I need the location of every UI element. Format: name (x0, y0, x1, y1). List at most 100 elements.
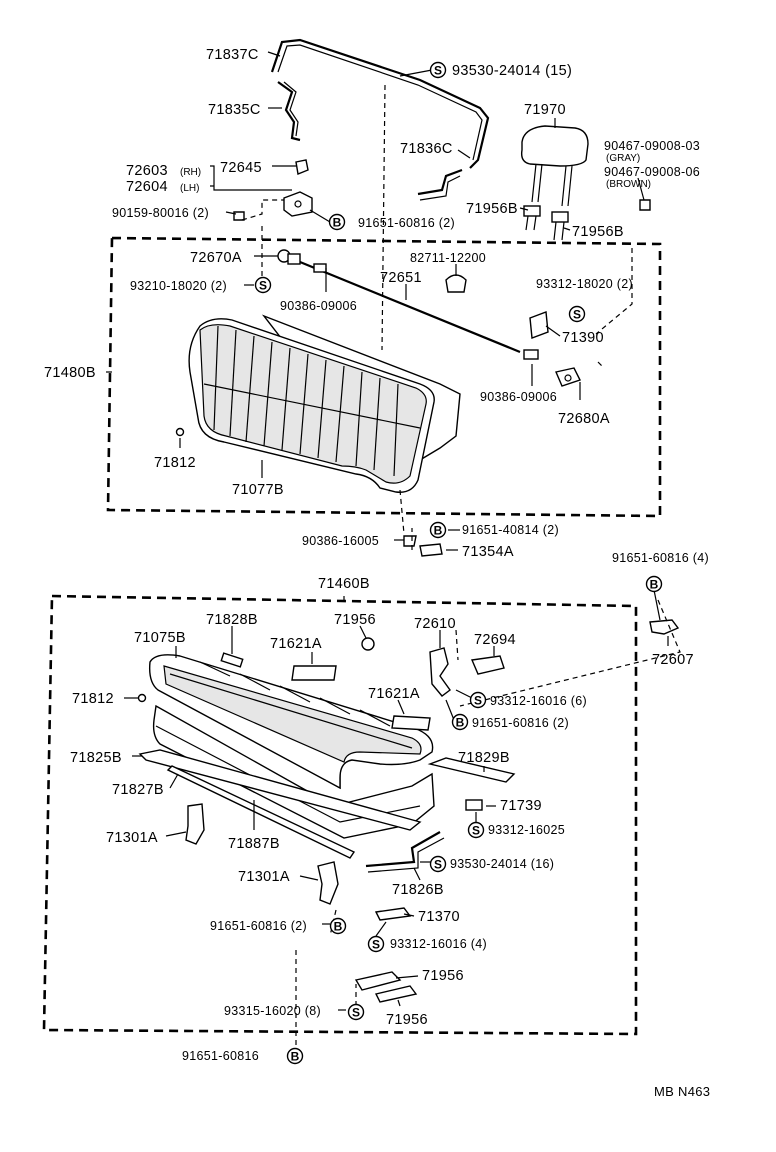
rail-71829B (427, 757, 516, 783)
label-lh: (LH) (180, 183, 199, 194)
svg-text:B: B (333, 216, 342, 230)
pad-71621A (291, 665, 431, 731)
label-71827B: 71827B (112, 782, 164, 798)
leader-lines (106, 51, 669, 1011)
marker-b-icon: B (286, 1047, 304, 1065)
seat-cushion-71075B (148, 654, 434, 790)
label-71739: 71739 (500, 798, 542, 814)
bracket-71354A (419, 543, 443, 557)
svg-text:S: S (259, 279, 267, 293)
marker-s-icon: S (367, 935, 385, 953)
svg-text:S: S (434, 858, 442, 872)
marker-s-icon: S (347, 1003, 365, 1021)
label-72607: 72607 (652, 652, 694, 668)
label-71835C: 71835C (208, 102, 261, 118)
svg-text:S: S (474, 694, 482, 708)
label-72680A: 72680A (558, 411, 610, 427)
label-71812-b: 71812 (72, 691, 114, 707)
label-71621A-1: 71621A (270, 636, 322, 652)
label-72610: 72610 (414, 616, 456, 632)
label-91651-60816-2b: 91651-60816 (2) (472, 716, 569, 730)
bolt-90386-16005 (403, 535, 417, 547)
svg-text:B: B (334, 920, 343, 934)
label-71887B: 71887B (228, 836, 280, 852)
clip-71812-upper (175, 427, 185, 437)
bracket-71956-c (374, 985, 418, 1003)
label-72694: 72694 (474, 632, 516, 648)
label-90467-09008-03: 90467-09008-03 (604, 139, 700, 153)
label-71837C: 71837C (206, 47, 259, 63)
label-71956-c: 71956 (386, 1012, 428, 1028)
label-91651-60816-2a: 91651-60816 (2) (358, 216, 455, 230)
latch-72645 (295, 159, 309, 175)
label-71301A-1: 71301A (106, 830, 158, 846)
marker-b-icon: B (451, 713, 469, 731)
frame-bracket-71836C (417, 168, 463, 201)
hinge-72603 (283, 191, 313, 217)
label-71370: 71370 (418, 909, 460, 925)
svg-text:S: S (434, 64, 442, 78)
lock-72610 (429, 647, 451, 697)
pad-71828B (220, 652, 244, 668)
label-71077B: 71077B (232, 482, 284, 498)
label-90386-09006-b: 90386-09006 (480, 390, 557, 404)
label-71970: 71970 (524, 102, 566, 118)
label-gray: (GRAY) (606, 153, 640, 164)
label-72645: 72645 (220, 160, 262, 176)
label-72604: 72604 (126, 179, 168, 195)
svg-text:B: B (291, 1050, 300, 1064)
label-93315-16020: 93315-16020 (8) (224, 1004, 321, 1018)
bracket-72607 (649, 619, 680, 635)
label-71301A-2: 71301A (238, 869, 290, 885)
marker-s-icon: S (429, 61, 447, 79)
label-71829B: 71829B (458, 750, 510, 766)
clip-90467 (639, 199, 651, 211)
frame-rod-71837C (270, 38, 490, 169)
label-93530-24014-16: 93530-24014 (16) (450, 857, 554, 871)
svg-text:B: B (650, 578, 659, 592)
marker-b-icon: B (329, 917, 347, 935)
bracket-71301A-right (317, 861, 339, 905)
label-71836C: 71836C (400, 141, 453, 157)
label-71812-a: 71812 (154, 455, 196, 471)
lock-72694 (470, 655, 505, 675)
seat-back-cushion-71077B (188, 314, 461, 493)
cable-72651 (299, 260, 539, 360)
svg-text:B: B (434, 524, 443, 538)
leader-dashed (381, 84, 386, 351)
marker-s-icon: S (254, 276, 272, 294)
label-91651-40814: 91651-40814 (2) (462, 523, 559, 537)
label-91651-60816-4: 91651-60816 (4) (612, 551, 709, 565)
marker-s-icon: S (568, 305, 586, 323)
label-90467-09008-06: 90467-09008-06 (604, 165, 700, 179)
marker-b-icon: B (645, 575, 663, 593)
label-93312-18020: 93312-18020 (2) (536, 277, 633, 291)
release-lever-72670A (277, 249, 301, 265)
svg-text:S: S (372, 938, 380, 952)
rail-71827B (166, 765, 356, 859)
leader-dashed (399, 489, 405, 535)
assembly-box-71480B (106, 236, 662, 518)
bracket-71390 (529, 311, 549, 339)
label-71956B-1: 71956B (466, 201, 518, 217)
marker-s-icon: S (467, 821, 485, 839)
lock-72680A (555, 367, 581, 387)
label-rh: (RH) (180, 167, 201, 178)
clip-71812-lower (137, 693, 147, 703)
clip-82711 (445, 274, 467, 293)
svg-text:S: S (573, 308, 581, 322)
clip-71956-a (361, 637, 375, 651)
label-93312-16016-6: 93312-16016 (6) (490, 694, 587, 708)
diagram-code: MB N463 (654, 1084, 710, 1099)
label-71825B: 71825B (70, 750, 122, 766)
label-90386-16005: 90386-16005 (302, 534, 379, 548)
bracket-71301A-left (185, 803, 205, 845)
wire-71826B (365, 831, 445, 873)
label-71956-b: 71956 (422, 968, 464, 984)
label-72651: 72651 (380, 270, 422, 286)
label-91651-60816-bottom: 91651-60816 (182, 1049, 259, 1063)
label-93210-18020: 93210-18020 (2) (130, 279, 227, 293)
leader-dashed-lines (241, 199, 681, 1048)
marker-b-icon: B (429, 521, 447, 539)
